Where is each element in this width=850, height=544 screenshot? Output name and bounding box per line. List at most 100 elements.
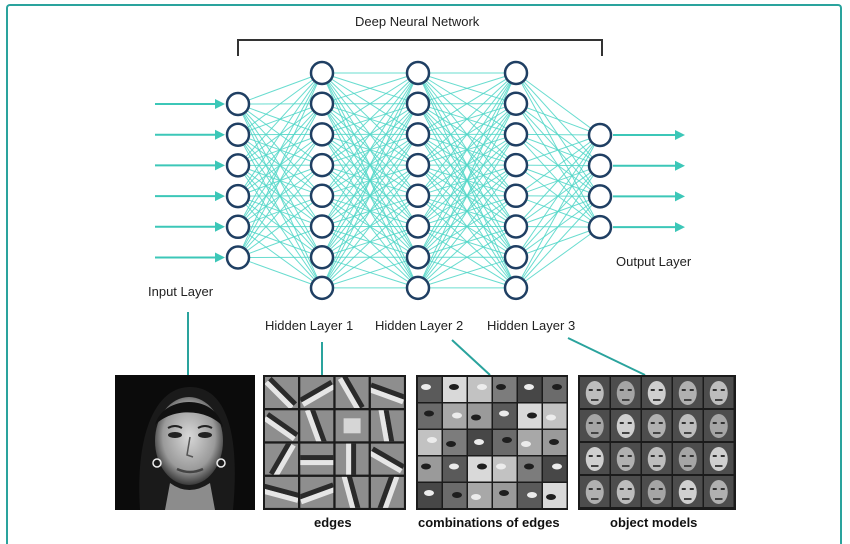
face-shape bbox=[586, 447, 604, 471]
face-shape bbox=[648, 414, 666, 438]
feature-blob bbox=[527, 413, 537, 419]
feature-blob bbox=[477, 384, 487, 390]
face-photo bbox=[115, 375, 255, 510]
face-mouth bbox=[653, 465, 661, 467]
feature-blob bbox=[474, 439, 484, 445]
face-eye bbox=[589, 389, 593, 391]
neuron-node bbox=[407, 246, 429, 268]
neuron-node bbox=[407, 216, 429, 238]
input-layer-label: Input Layer bbox=[148, 284, 213, 299]
face-eye bbox=[651, 488, 655, 490]
network-title: Deep Neural Network bbox=[355, 14, 479, 29]
neuron-node bbox=[311, 62, 333, 84]
face-mouth bbox=[684, 399, 692, 401]
face-eye bbox=[713, 389, 717, 391]
face-eye bbox=[651, 455, 655, 457]
feature-tile bbox=[493, 457, 517, 482]
face-eye bbox=[682, 422, 686, 424]
face-shape bbox=[710, 381, 728, 405]
neuron-node bbox=[589, 124, 611, 146]
connection-line bbox=[238, 73, 322, 227]
face-shape bbox=[679, 480, 697, 504]
face-shape bbox=[648, 447, 666, 471]
feature-blob bbox=[552, 464, 562, 470]
face-mouth bbox=[715, 399, 723, 401]
face-mouth bbox=[684, 465, 692, 467]
edge-light-stripe bbox=[299, 460, 335, 465]
face-shape bbox=[617, 447, 635, 471]
face-eye bbox=[659, 455, 663, 457]
edge-dark-stripe bbox=[299, 455, 335, 460]
output-arrow-head bbox=[675, 191, 685, 201]
face-mouth bbox=[715, 498, 723, 500]
neuron-node bbox=[589, 155, 611, 177]
neuron-node bbox=[311, 154, 333, 176]
object-models-caption: object models bbox=[610, 515, 697, 530]
face-eye bbox=[589, 488, 593, 490]
face-mouth bbox=[653, 432, 661, 434]
feature-blob bbox=[446, 441, 456, 447]
face-eye bbox=[620, 455, 624, 457]
face-shape bbox=[617, 414, 635, 438]
face-shape bbox=[617, 381, 635, 405]
face-eye bbox=[721, 389, 725, 391]
feature-blob bbox=[471, 415, 481, 421]
neuron-node bbox=[505, 93, 527, 115]
face-shape bbox=[586, 381, 604, 405]
face-eye bbox=[713, 488, 717, 490]
edge-light-stripe bbox=[346, 441, 351, 477]
feature-blob bbox=[449, 464, 459, 470]
neuron-node bbox=[311, 123, 333, 145]
feature-blob bbox=[427, 437, 437, 443]
face-eye bbox=[721, 488, 725, 490]
neuron-node bbox=[311, 246, 333, 268]
feature-blob bbox=[546, 415, 556, 421]
combinations-pointer-line bbox=[452, 340, 490, 375]
face-eye bbox=[628, 389, 632, 391]
neuron-node bbox=[311, 185, 333, 207]
face-eye bbox=[589, 455, 593, 457]
face-eye bbox=[682, 455, 686, 457]
face-mouth bbox=[622, 432, 630, 434]
face-eye bbox=[713, 455, 717, 457]
feature-blob bbox=[549, 439, 559, 445]
edge-dark-stripe bbox=[351, 441, 356, 477]
face-shape bbox=[679, 447, 697, 471]
hidden-layer-3-label: Hidden Layer 3 bbox=[487, 318, 575, 333]
face-eye bbox=[628, 488, 632, 490]
hidden-layer-1-label: Hidden Layer 1 bbox=[265, 318, 353, 333]
feature-tile bbox=[493, 377, 517, 402]
face-eye bbox=[682, 488, 686, 490]
face-mouth bbox=[591, 465, 599, 467]
neuron-node bbox=[227, 154, 249, 176]
neuron-node bbox=[407, 185, 429, 207]
face-shape bbox=[586, 414, 604, 438]
input-arrow-head bbox=[215, 160, 225, 170]
feature-blob bbox=[449, 384, 459, 390]
face-eye bbox=[690, 422, 694, 424]
combinations-features-grid bbox=[416, 375, 568, 510]
combinations-caption: combinations of edges bbox=[418, 515, 560, 530]
face-mouth bbox=[684, 432, 692, 434]
face-mouth bbox=[622, 498, 630, 500]
neuron-node bbox=[407, 93, 429, 115]
connection-line bbox=[516, 104, 600, 135]
neuron-node bbox=[227, 124, 249, 146]
face-mouth bbox=[653, 399, 661, 401]
face-mouth bbox=[591, 498, 599, 500]
connection-line bbox=[238, 73, 322, 165]
face-shape bbox=[679, 381, 697, 405]
input-arrow-head bbox=[215, 253, 225, 263]
neuron-node bbox=[505, 216, 527, 238]
output-arrow-head bbox=[675, 130, 685, 140]
feature-blob bbox=[499, 411, 509, 417]
edges-features-grid bbox=[263, 375, 406, 510]
feature-blob bbox=[524, 384, 534, 390]
face-eye bbox=[620, 422, 624, 424]
face-eye bbox=[721, 455, 725, 457]
neuron-node bbox=[407, 123, 429, 145]
output-layer-label: Output Layer bbox=[616, 254, 691, 269]
feature-blob bbox=[421, 464, 431, 470]
neuron-node bbox=[505, 154, 527, 176]
face-shape bbox=[586, 480, 604, 504]
